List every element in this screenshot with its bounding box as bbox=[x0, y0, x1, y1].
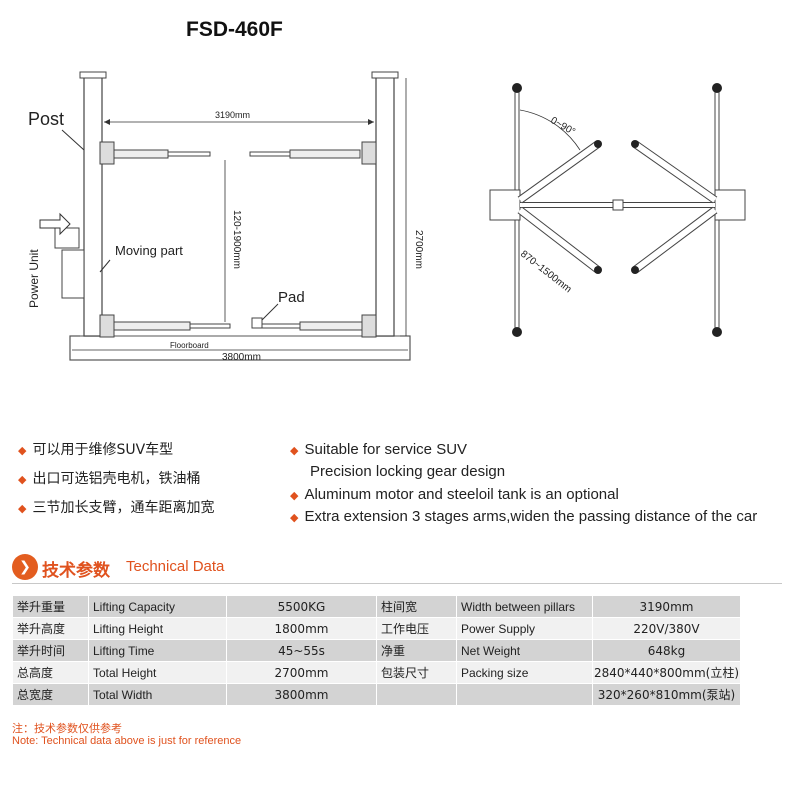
base-plate bbox=[69, 335, 411, 361]
lower-left-arm bbox=[109, 321, 191, 331]
feature-cn-1: ◆可以用于维修SUV车型 bbox=[18, 442, 174, 458]
spec-cell: 包装尺寸 bbox=[376, 661, 457, 684]
chevron-right-icon: ❯ bbox=[12, 554, 38, 580]
spec-cell: Lifting Height bbox=[88, 617, 227, 640]
feature-en-1b: Precision locking gear design bbox=[310, 463, 506, 480]
floorboard-label: Floorboard bbox=[170, 341, 209, 350]
overall-height-label: 2700mm bbox=[413, 230, 424, 269]
spec-cell: 举升重量 bbox=[12, 595, 89, 618]
diamond-bullet-icon: ◆ bbox=[290, 512, 299, 524]
spec-cell: 1800mm bbox=[226, 617, 377, 640]
technical-data-title-en: Technical Data bbox=[126, 558, 225, 575]
moving-part-label: Moving part bbox=[115, 243, 183, 258]
spec-cell: 总宽度 bbox=[12, 683, 89, 706]
spec-cell bbox=[456, 683, 593, 706]
spec-cell: 净重 bbox=[376, 639, 457, 662]
diamond-bullet-icon: ◆ bbox=[18, 444, 27, 457]
width-between-posts-label: 3190mm bbox=[215, 110, 250, 120]
lower-right-arm bbox=[299, 321, 363, 331]
lift-range-label: 120-1900mm bbox=[231, 210, 242, 269]
spec-cell: 总高度 bbox=[12, 661, 89, 684]
diamond-bullet-icon: ◆ bbox=[290, 445, 299, 457]
right-post bbox=[375, 73, 395, 337]
arm-reach-label: 870~1500mm bbox=[518, 249, 573, 295]
power-unit-label: Power Unit bbox=[27, 249, 41, 308]
front-view-diagram: Post Moving part Pad 3190mm 3800mm Floor… bbox=[27, 71, 424, 363]
header-divider bbox=[12, 583, 782, 584]
spec-cell: 举升时间 bbox=[12, 639, 89, 662]
total-width-label: 3800mm bbox=[222, 352, 261, 363]
pad-shape bbox=[251, 317, 263, 329]
spec-cell: Lifting Time bbox=[88, 639, 227, 662]
feature-cn-2: ◆出口可选铝壳电机，铁油桶 bbox=[18, 471, 201, 487]
technical-data-header: ❯ 技术参数 Technical Data bbox=[12, 553, 782, 584]
diamond-bullet-icon: ◆ bbox=[18, 473, 27, 486]
model-title: FSD-460F bbox=[186, 18, 283, 41]
note-en: Note: Technical data above is just for r… bbox=[12, 735, 242, 747]
diamond-bullet-icon: ◆ bbox=[18, 502, 27, 515]
spec-cell: 工作电压 bbox=[376, 617, 457, 640]
feature-en-2: ◆Aluminum motor and steeloil tank is an … bbox=[290, 486, 619, 503]
spec-cell: 648kg bbox=[592, 639, 741, 662]
spec-cell: 2700mm bbox=[226, 661, 377, 684]
spec-cell: Packing size bbox=[456, 661, 593, 684]
spec-cell: 3190mm bbox=[592, 595, 741, 618]
technical-data-title-cn: 技术参数 bbox=[42, 561, 110, 581]
spec-cell bbox=[376, 683, 457, 706]
note-cn: 注：技术参数仅供参考 bbox=[12, 722, 122, 735]
spec-cell: 220V/380V bbox=[592, 617, 741, 640]
spec-cell: Width between pillars bbox=[456, 595, 593, 618]
spec-cell: 举升高度 bbox=[12, 617, 89, 640]
spec-cell: 3800mm bbox=[226, 683, 377, 706]
spec-cell: Power Supply bbox=[456, 617, 593, 640]
diamond-bullet-icon: ◆ bbox=[290, 490, 299, 502]
spec-cell: Total Width bbox=[88, 683, 227, 706]
power-unit-shape bbox=[61, 249, 85, 299]
spec-cell: 320*260*810mm(泵站) bbox=[592, 683, 741, 706]
spec-cell: 45~55s bbox=[226, 639, 377, 662]
swing-angle-label: 0~90° bbox=[549, 115, 577, 138]
spec-cell: Total Height bbox=[88, 661, 227, 684]
top-view-diagram: 0~90° 870~1500mm bbox=[489, 83, 746, 337]
pad-label: Pad bbox=[278, 289, 305, 306]
spec-cell: Net Weight bbox=[456, 639, 593, 662]
spec-cell: 5500KG bbox=[226, 595, 377, 618]
feature-cn-3: ◆三节加长支臂，通车距离加宽 bbox=[18, 500, 215, 516]
left-post bbox=[83, 73, 103, 337]
spec-cell: 2840*440*800mm(立柱) bbox=[592, 661, 741, 684]
feature-en-3: ◆Extra extension 3 stages arms,widen the… bbox=[290, 508, 758, 525]
spec-cell: 柱间宽 bbox=[376, 595, 457, 618]
spec-cell: Lifting Capacity bbox=[88, 595, 227, 618]
post-label: Post bbox=[28, 109, 64, 129]
upper-right-arm bbox=[289, 149, 361, 159]
feature-en-1: ◆Suitable for service SUV bbox=[290, 441, 468, 458]
